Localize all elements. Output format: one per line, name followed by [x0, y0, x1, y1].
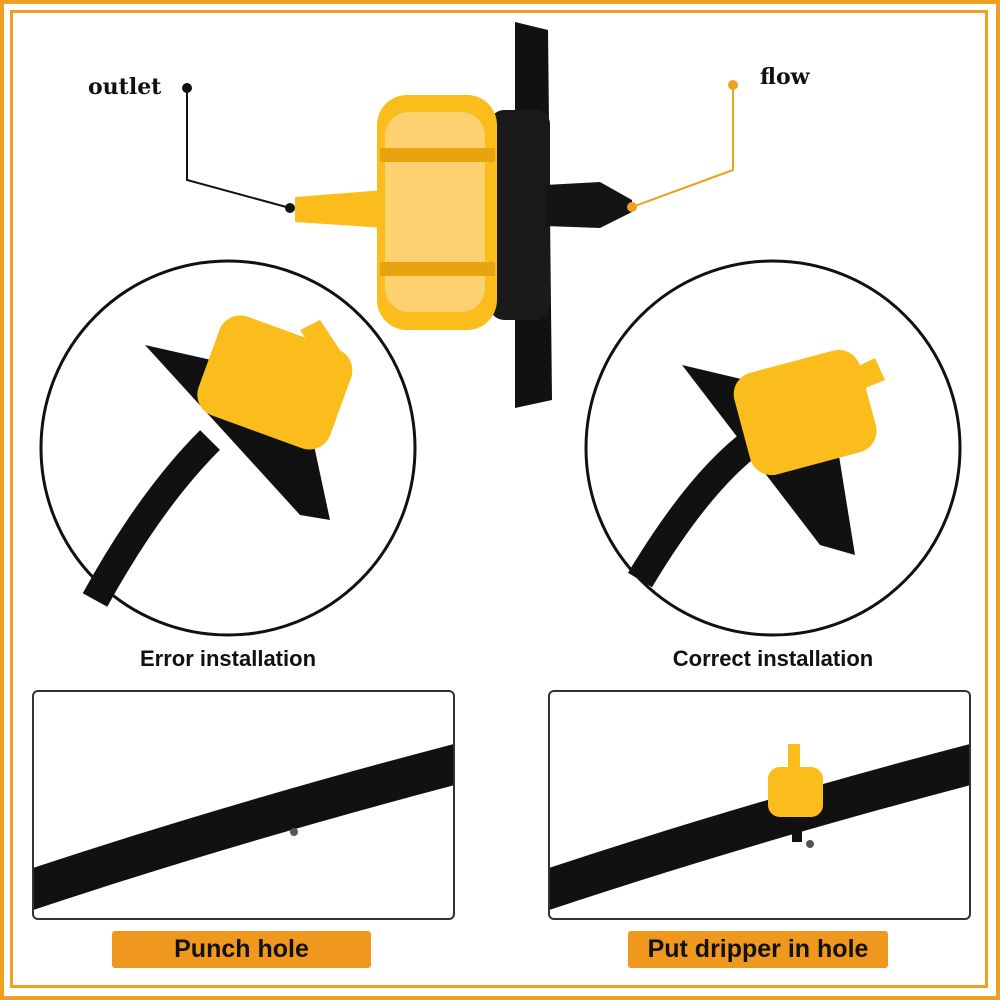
- inner-border: [10, 10, 988, 988]
- put-dripper-panel: [548, 690, 971, 920]
- outlet-label: outlet: [88, 74, 162, 100]
- punch-hole-panel: [32, 690, 455, 920]
- error-installation-caption: Error installation: [139, 646, 317, 671]
- flow-label: flow: [760, 64, 810, 90]
- correct-installation-caption: Correct installation: [672, 646, 874, 671]
- put-dripper-label: Put dripper in hole: [628, 931, 888, 968]
- main-dripper-illustration: [39, 22, 962, 637]
- punch-hole-label: Punch hole: [112, 931, 371, 968]
